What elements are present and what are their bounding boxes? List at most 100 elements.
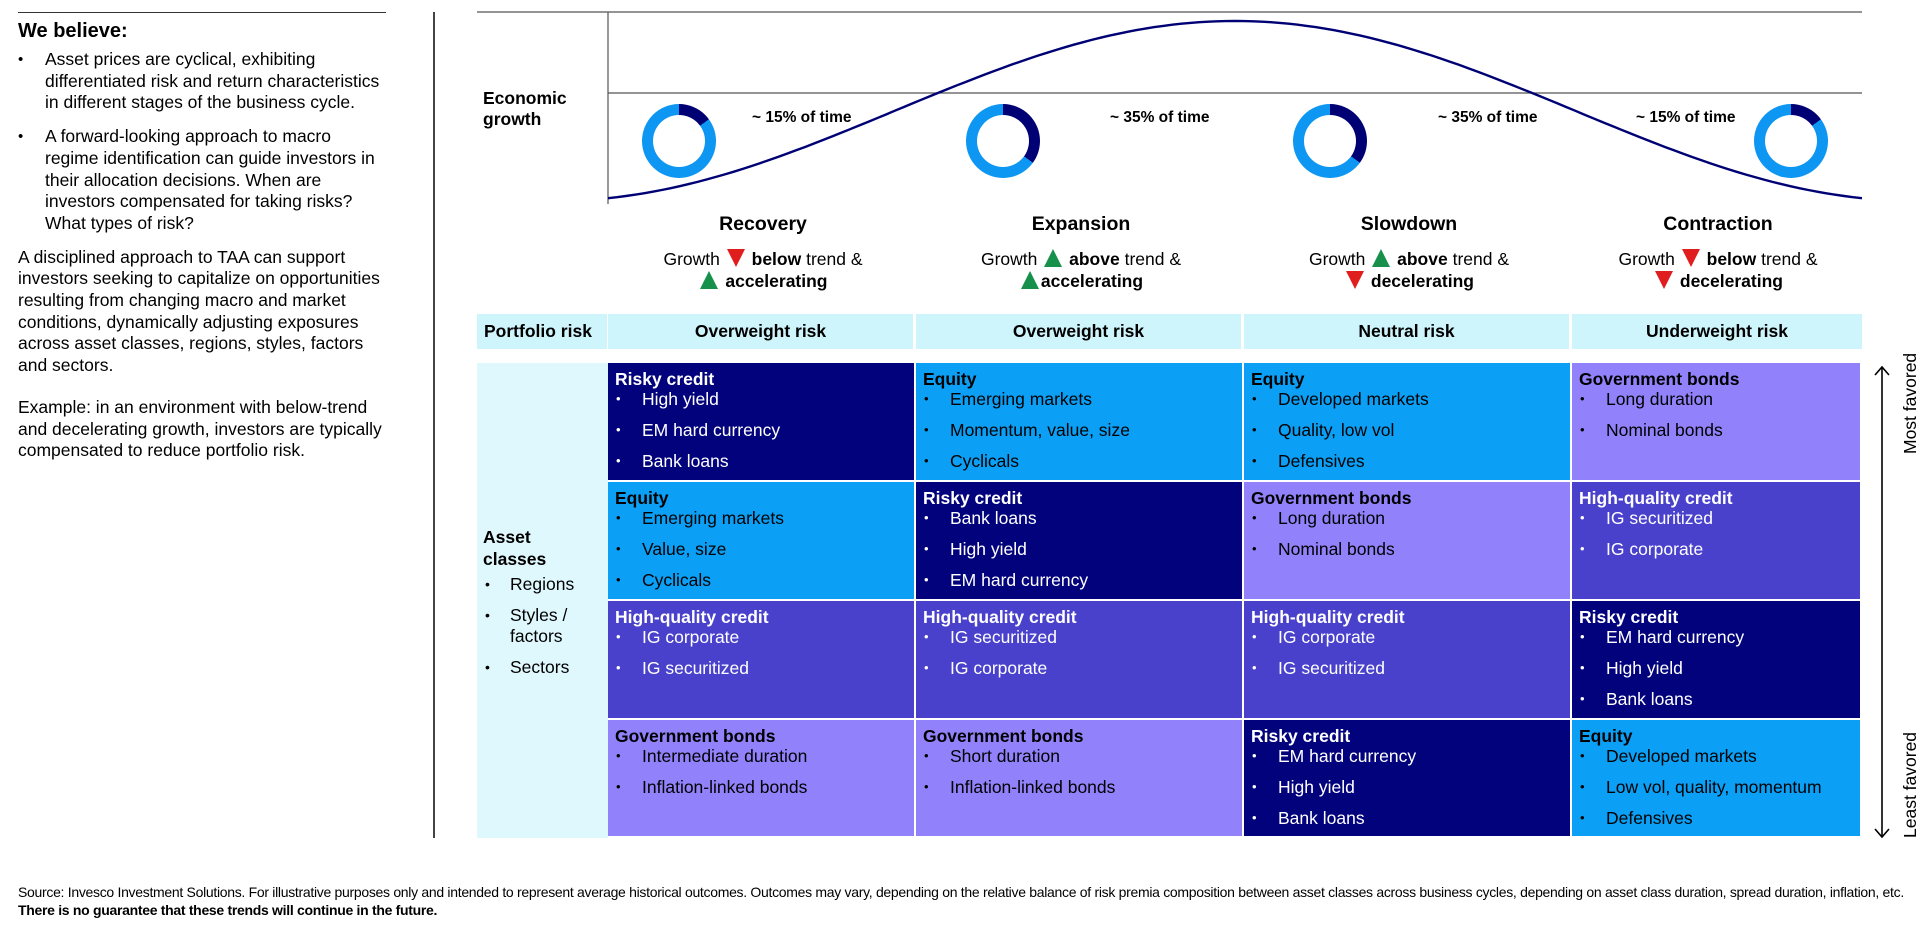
asset-cell-item: Inflation-linked bonds — [615, 777, 908, 797]
asset-cell-item: EM hard currency — [1579, 627, 1854, 647]
time-share-label: ~ 35% of time — [1110, 109, 1210, 126]
asset-cell-title: Risky credit — [1251, 726, 1351, 746]
phase-title: Contraction — [1663, 213, 1773, 235]
asset-cell-item: Intermediate duration — [615, 746, 908, 766]
vertical-divider — [433, 12, 435, 838]
phase-contraction: Contraction Growth below trend & deceler… — [1568, 213, 1868, 292]
asset-cell-item: High yield — [1579, 658, 1854, 678]
asset-cell-item: IG corporate — [615, 627, 908, 647]
asset-cell: High-quality creditIG corporateIG securi… — [608, 601, 914, 718]
asset-cell: Government bondsIntermediate durationInf… — [608, 720, 914, 836]
asset-cell-item: Inflation-linked bonds — [923, 777, 1236, 797]
asset-cell-title: Government bonds — [1251, 488, 1412, 508]
asset-cell-item: Momentum, value, size — [923, 420, 1236, 440]
example-paragraph: Example: in an environment with below-tr… — [18, 396, 382, 461]
asset-cell-item: Nominal bonds — [1251, 539, 1564, 559]
belief-item: Asset prices are cyclical, exhibiting di… — [18, 49, 386, 114]
intro-panel: We believe: Asset prices are cyclical, e… — [18, 12, 386, 482]
asset-cell-title: Equity — [923, 369, 977, 389]
asset-classes-title: Asset classes — [483, 527, 547, 569]
asset-classes-label: Asset classes Regions Styles / factors S… — [483, 527, 578, 687]
asset-cell-title: Government bonds — [923, 726, 1084, 746]
asset-cell-item: Low vol, quality, momentum — [1579, 777, 1854, 797]
up-arrow-icon — [1372, 249, 1391, 267]
portfolio-risk-row: Portfolio risk Overweight risk Overweigh… — [477, 314, 1862, 349]
belief-list: Asset prices are cyclical, exhibiting di… — [18, 49, 386, 235]
phase-recovery: Recovery Growth below trend & accelerati… — [613, 213, 913, 292]
asset-cell-item: Emerging markets — [923, 389, 1236, 409]
asset-cell-item: Nominal bonds — [1579, 420, 1854, 440]
phase-title: Recovery — [719, 213, 807, 235]
risk-contraction: Underweight risk — [1572, 314, 1862, 349]
asset-cell: High-quality creditIG corporateIG securi… — [1244, 601, 1570, 718]
asset-cell-item: Defensives — [1251, 451, 1564, 471]
asset-cell: EquityDeveloped marketsLow vol, quality,… — [1572, 720, 1860, 836]
asset-cell-item: IG corporate — [1579, 539, 1854, 559]
asset-cell-item: Bank loans — [1251, 808, 1564, 828]
asset-cell-item: High yield — [615, 389, 908, 409]
asset-cell-title: High-quality credit — [1579, 488, 1733, 508]
asset-cell-item: Developed markets — [1579, 746, 1854, 766]
asset-cell-item: EM hard currency — [1251, 746, 1564, 766]
asset-cell: EquityEmerging marketsValue, sizeCyclica… — [608, 482, 914, 599]
top-rule — [18, 12, 386, 13]
down-arrow-icon — [726, 249, 745, 267]
asset-cell-title: Equity — [1579, 726, 1633, 746]
asset-cell-title: High-quality credit — [923, 607, 1077, 627]
we-believe-heading: We believe: — [18, 20, 128, 42]
down-arrow-icon — [1681, 249, 1700, 267]
down-arrow-icon — [1346, 271, 1364, 289]
economic-growth-label: Economic growth — [483, 88, 567, 129]
asset-cell: Risky creditBank loansHigh yieldEM hard … — [916, 482, 1242, 599]
up-arrow-icon — [1020, 271, 1039, 289]
asset-classes-item: Sectors — [483, 657, 578, 679]
asset-cell-item: EM hard currency — [923, 570, 1236, 590]
phase-description: Growth above trend & accelerating — [980, 249, 1182, 291]
asset-cell-title: Risky credit — [1579, 607, 1679, 627]
asset-cell: EquityDeveloped marketsQuality, low volD… — [1244, 363, 1570, 480]
asset-cell-item: Emerging markets — [615, 508, 908, 528]
time-share-donut — [1293, 104, 1367, 178]
asset-cell-title: High-quality credit — [615, 607, 769, 627]
portfolio-risk-label: Portfolio risk — [477, 314, 607, 349]
asset-cell-item: Cyclicals — [923, 451, 1236, 471]
phase-title: Expansion — [1031, 213, 1131, 235]
asset-cell: High-quality creditIG securitizedIG corp… — [916, 601, 1242, 718]
asset-cell-item: Bank loans — [923, 508, 1236, 528]
time-share-label: ~ 35% of time — [1438, 109, 1538, 126]
asset-cell: Government bondsShort durationInflation-… — [916, 720, 1242, 836]
asset-cell-item: Value, size — [615, 539, 908, 559]
asset-cell-item: High yield — [1251, 777, 1564, 797]
asset-cell-item: Short duration — [923, 746, 1236, 766]
risk-slowdown: Neutral risk — [1244, 314, 1569, 349]
asset-cell-item: Long duration — [1579, 389, 1854, 409]
belief-item: A forward-looking approach to macro regi… — [18, 126, 386, 235]
asset-cell: High-quality creditIG securitized IG corp… — [1572, 482, 1860, 599]
disclaimer-text: There is no guarantee that these trends … — [18, 902, 438, 918]
asset-cell-title: Equity — [1251, 369, 1305, 389]
asset-cell-title: Risky credit — [923, 488, 1023, 508]
asset-cell: Government bondsLong durationNominal bon… — [1572, 363, 1860, 480]
taa-paragraph: A disciplined approach to TAA can suppor… — [18, 246, 380, 376]
down-arrow-icon — [1655, 271, 1673, 289]
asset-cell-item: Bank loans — [615, 451, 908, 471]
asset-cell-item: Cyclicals — [615, 570, 908, 590]
asset-classes-item: Styles / factors — [483, 605, 578, 648]
asset-cell-title: High-quality credit — [1251, 607, 1405, 627]
time-share-label: ~ 15% of time — [1636, 109, 1736, 126]
asset-cell-item: IG corporate — [1251, 627, 1564, 647]
asset-cell-title: Risky credit — [615, 369, 715, 389]
asset-cell-title: Government bonds — [1579, 369, 1740, 389]
time-share-label: ~ 15% of time — [752, 109, 852, 126]
least-favored-label: Least favored — [1900, 731, 1920, 838]
up-arrow-icon — [1044, 249, 1063, 267]
source-text: Source: Invesco Investment Solutions. Fo… — [18, 884, 1904, 900]
asset-cell-item: IG corporate — [923, 658, 1236, 678]
asset-cell-item: IG securitized — [1579, 508, 1854, 528]
asset-cell-item: Long duration — [1251, 508, 1564, 528]
asset-cell-title: Equity — [615, 488, 669, 508]
favored-arrow-icon — [1874, 365, 1890, 839]
time-share-donut — [1754, 104, 1828, 178]
asset-classes-item: Regions — [483, 574, 578, 596]
